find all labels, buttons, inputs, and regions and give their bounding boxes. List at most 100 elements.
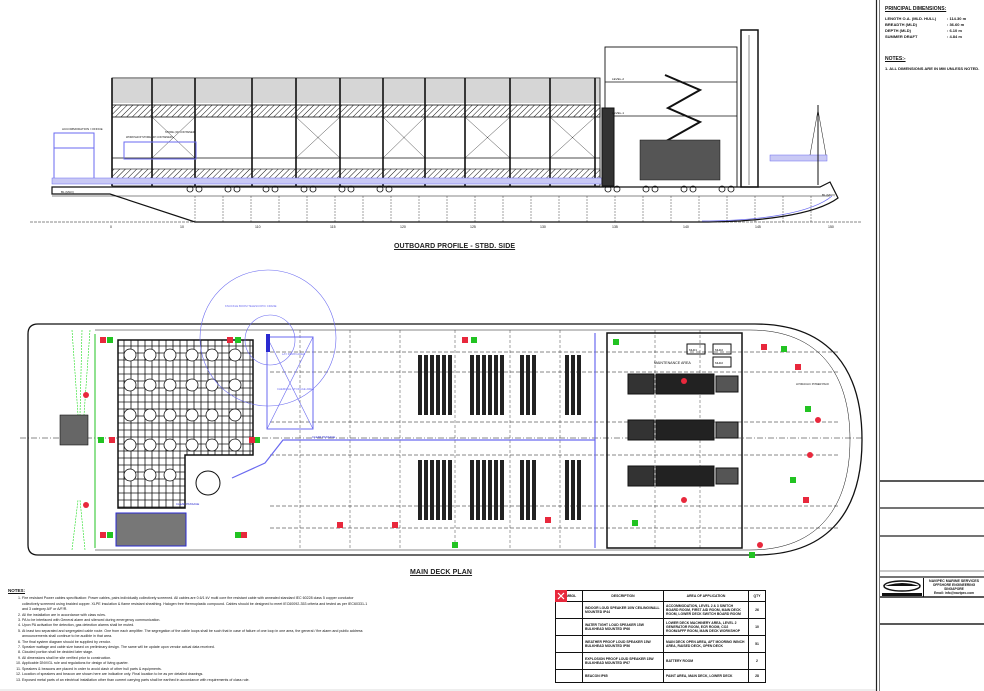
container [571, 460, 575, 520]
legend-symbol [555, 590, 583, 619]
weatherproof-speaker-icon [100, 532, 106, 538]
container-slot [163, 348, 177, 362]
deck-railing [51, 177, 613, 185]
label-hydraulic: HYDRAULIC POWER PACK [796, 382, 829, 386]
genset-alternator [715, 375, 739, 393]
label-level-2: LEVEL-2 [612, 77, 624, 81]
genset-engine [655, 465, 715, 487]
container [448, 355, 452, 415]
weatherproof-speaker-icon [392, 522, 398, 528]
label-workshop: WORKSHOP STORE (40' CONTAINER) [126, 135, 173, 139]
label-mh02b: MH02 [715, 361, 723, 365]
wheel [338, 185, 346, 193]
legend-qty: 2 [748, 652, 766, 670]
note-item: Fire resistant Power cables specificatio… [22, 596, 370, 612]
label-accommodation: ACCOMMODATION / OFFICE [62, 127, 103, 131]
container-slot [123, 378, 137, 392]
speaker-symbols [83, 337, 821, 558]
frame-tick-label: 140 [683, 225, 689, 229]
wheel [613, 185, 621, 193]
container-slot [205, 348, 219, 362]
container [500, 355, 504, 415]
indoor-speaker-icon [471, 337, 477, 343]
label-clear-passage-2: CLEAR PASSAGE [176, 502, 199, 506]
note-item: Upon PA activation fire detection, gas d… [22, 623, 370, 628]
wheel [233, 185, 241, 193]
container-slot [143, 468, 157, 482]
principal-dimensions-heading: PRINCIPAL DIMENSIONS: [885, 6, 947, 12]
company-logo [881, 578, 924, 597]
cable-route [83, 329, 91, 416]
wheel [271, 185, 279, 193]
genset-alternator [715, 421, 739, 439]
container [494, 460, 498, 520]
indoor-speaker-icon [781, 346, 787, 352]
container-slot [185, 378, 199, 392]
note-item: Clouded portion shall be decided later s… [22, 650, 370, 655]
container-slot [163, 468, 177, 482]
legend-row: BEACON IP65 PAINT AREA, MAIN DECK, LOWER… [555, 591, 766, 683]
indoor-speaker-icon [632, 520, 638, 526]
wheel [376, 185, 384, 193]
cargo-grid [117, 339, 254, 509]
legend-qty: 10 [748, 618, 766, 636]
container [424, 460, 428, 520]
legend-symbol [555, 590, 583, 653]
label-mh02a: MH02 [715, 348, 723, 352]
legend-description: BEACON IP65 [582, 669, 664, 683]
weatherproof-speaker-icon [109, 437, 115, 443]
container [494, 355, 498, 415]
genset-radiator [627, 419, 655, 441]
dimension-label: SUMMER DRAFT [885, 34, 918, 39]
legend-area: BATTERY ROOM [663, 652, 749, 670]
note-item: All the installation are in accordance w… [22, 613, 370, 618]
stern-winch [59, 414, 89, 446]
container [526, 460, 530, 520]
dimension-row: DEPTH (MLD): 6.10 m [885, 28, 981, 34]
side-notes-heading: NOTES:- [885, 56, 906, 62]
container [482, 460, 486, 520]
genset-engine [655, 373, 715, 395]
label-chemical-store: CHEMICAL STORAGE AREA [277, 387, 314, 391]
container [430, 460, 434, 520]
label-bl-fwd: BL (MLD) [822, 193, 835, 197]
frame-tick-label: 150 [828, 225, 834, 229]
container-slot [228, 408, 242, 422]
label-crane: KNUCKLE BOOM TELESCOPIC CRANE [225, 304, 277, 308]
forecastle [769, 105, 828, 185]
container [532, 460, 536, 520]
label-store: STORE (40' CONTAINER) [165, 130, 196, 134]
genset-radiator [627, 373, 655, 395]
weatherproof-speaker-icon [100, 337, 106, 343]
frame-tick-label: 130 [540, 225, 546, 229]
genset-engine [655, 419, 715, 441]
container-slot [205, 408, 219, 422]
frame-tick-label: 125 [470, 225, 476, 229]
container [526, 355, 530, 415]
container-slot [143, 378, 157, 392]
company-contact: Email: info@navipec.com [933, 591, 975, 595]
legend-symbol [555, 590, 583, 636]
legend-qty: 26 [748, 601, 766, 619]
note-item: Exposed metal parts of an electrical ins… [22, 678, 370, 683]
wheel [680, 185, 688, 193]
indoor-speaker-icon [235, 532, 241, 538]
legend-area: MAIN DECK OPEN AREA, AFT MOORING WINCH A… [663, 635, 749, 653]
legend-qty: 51 [748, 635, 766, 653]
transport-containers [418, 355, 581, 520]
note-item: Speaker wattage and cable size based on … [22, 645, 370, 650]
legend-header-qty: QTY [748, 590, 766, 602]
legend-symbol [555, 591, 583, 683]
container-slot [205, 438, 219, 452]
legend-row: EXPLOSION PROOF LOUD SPEAKER 15W BULKHEA… [555, 590, 766, 670]
container [577, 355, 581, 415]
container [565, 355, 569, 415]
container-slot [185, 348, 199, 362]
container [571, 355, 575, 415]
cable-route [79, 499, 86, 551]
company-address-1: OFFSHORE ENGINEERING [932, 583, 976, 587]
indoor-speaker-icon [613, 339, 619, 345]
container [532, 355, 536, 415]
